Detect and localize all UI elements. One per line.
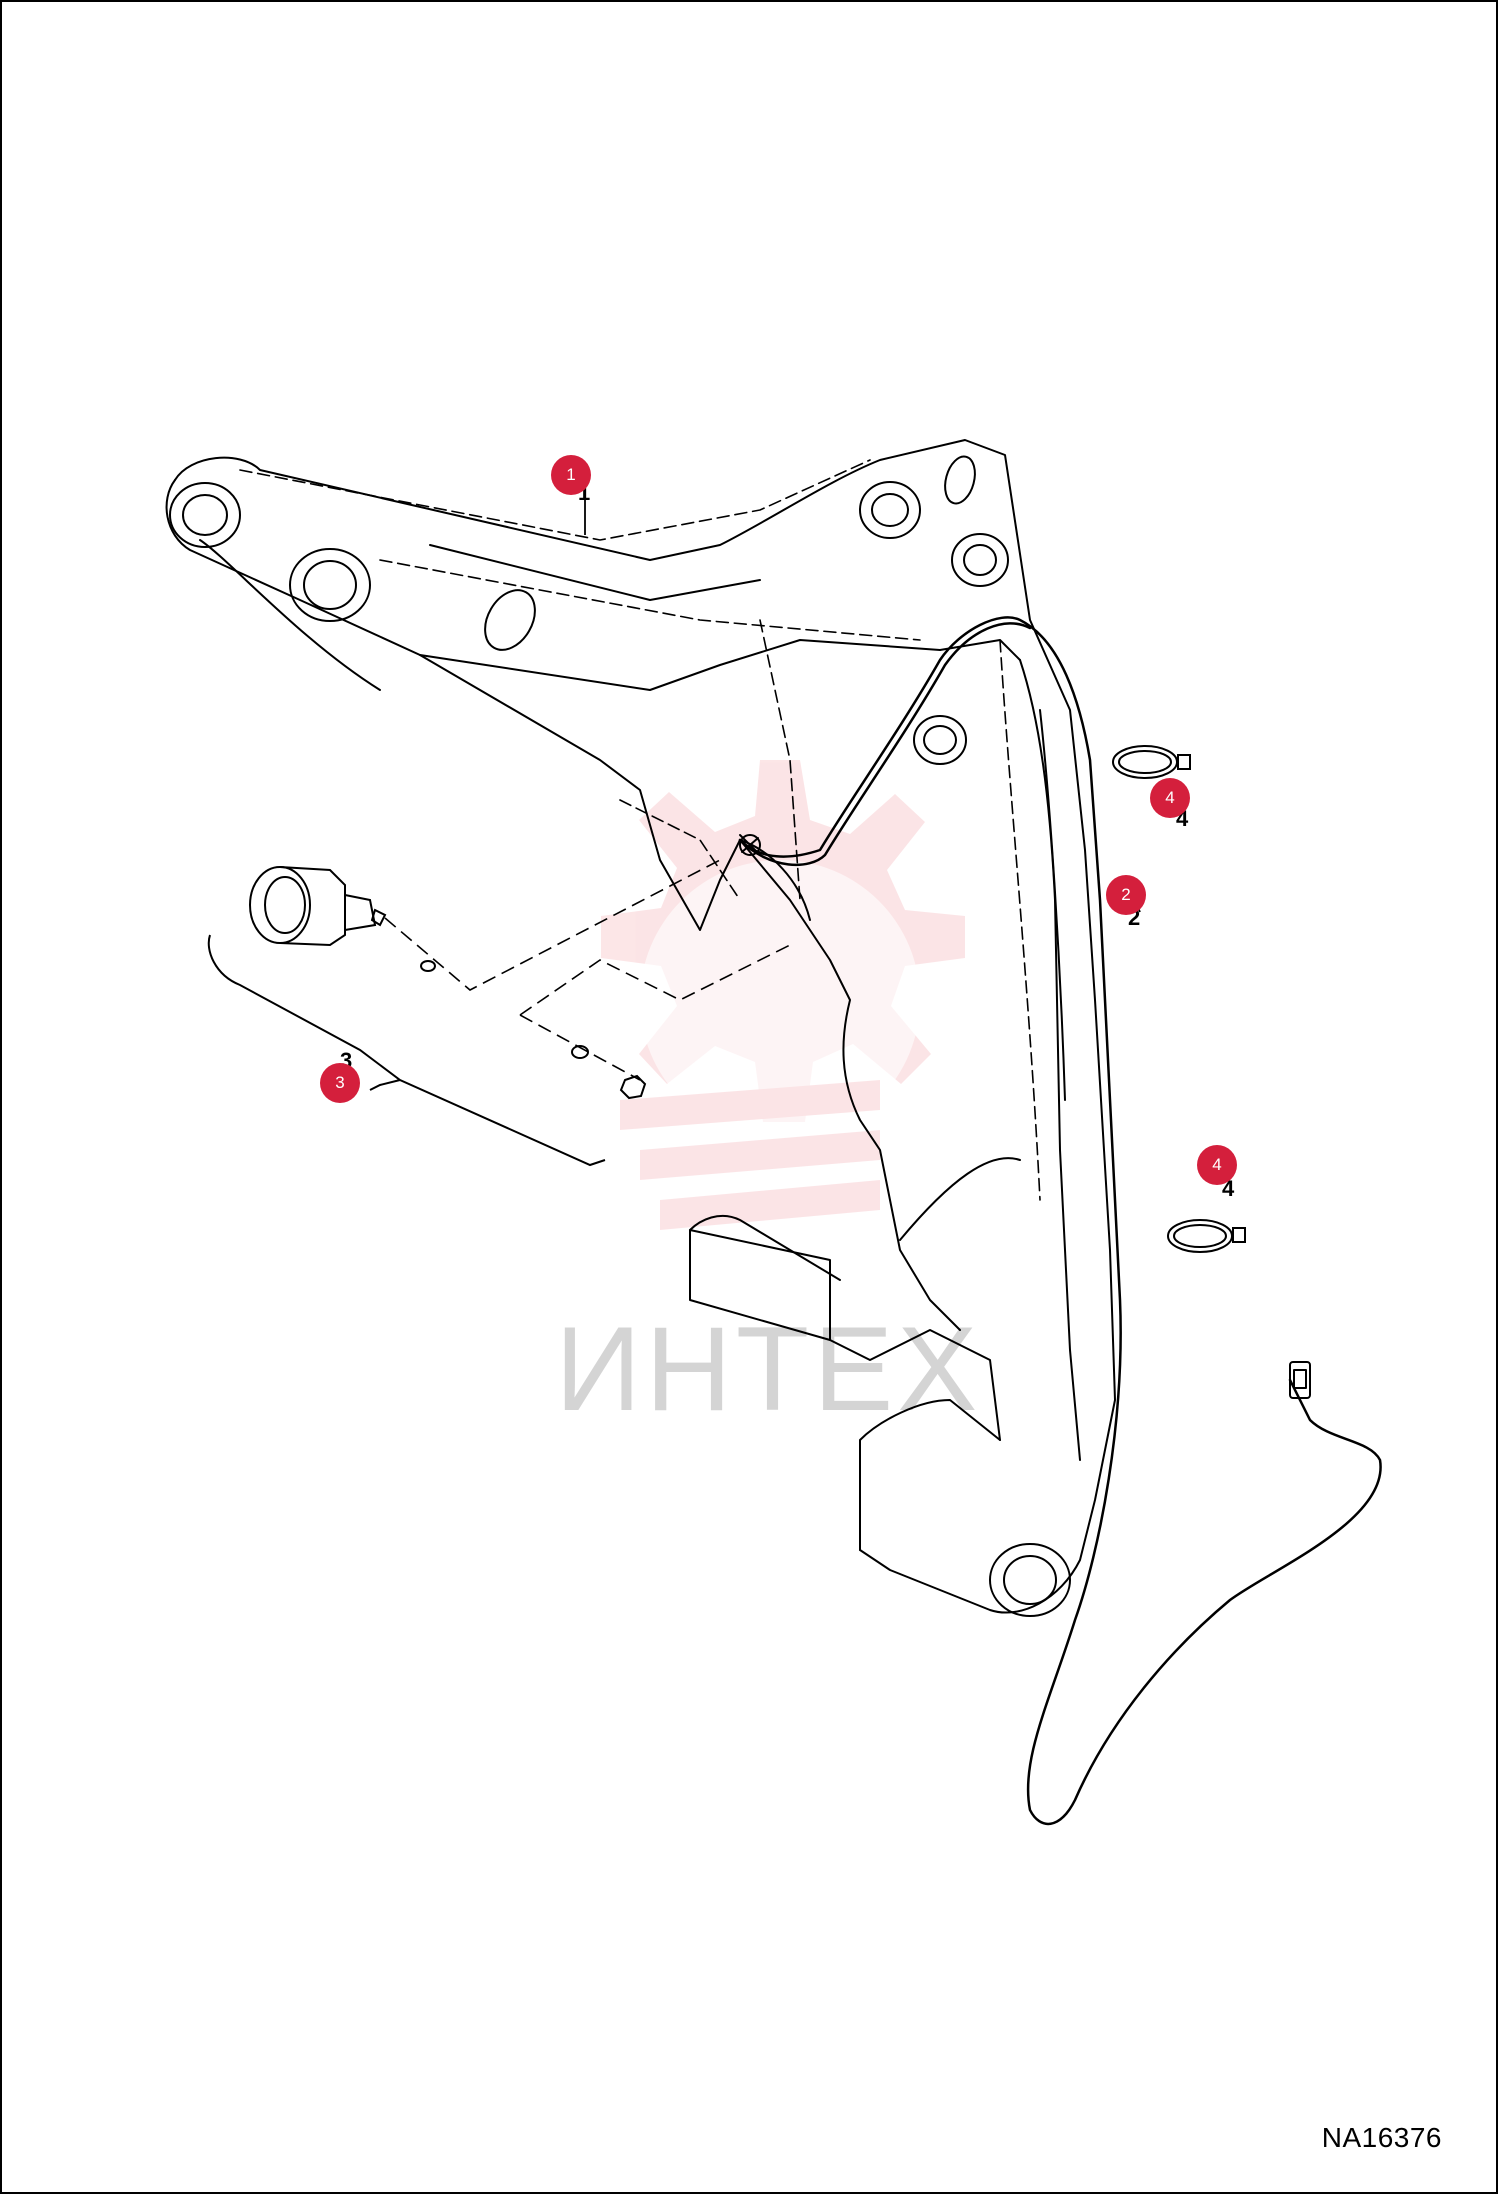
work-light-leader <box>384 859 791 1081</box>
cable-tie-lower <box>1167 1219 1246 1253</box>
watermark-logo <box>601 760 965 1230</box>
callout-part-2[interactable]: 2 <box>1106 875 1146 915</box>
callout-part-1[interactable]: 1 <box>551 455 591 495</box>
work-light-assembly <box>207 866 647 1167</box>
callout-part-3[interactable]: 3 <box>320 1063 360 1103</box>
wire-harness <box>738 616 1382 1826</box>
watermark-text: ИНТЕХ <box>555 1302 982 1436</box>
callout-part-4-lower[interactable]: 4 <box>1197 1145 1237 1185</box>
figure-code: NA16376 <box>1321 2122 1442 2153</box>
callout-part-4-upper[interactable]: 4 <box>1150 778 1190 818</box>
pivot-pins <box>169 455 1071 1617</box>
harness-connector <box>1289 1361 1311 1399</box>
boom-clip <box>739 834 761 856</box>
cable-tie-upper <box>1112 745 1191 779</box>
boom-hidden-lines <box>239 459 1041 1201</box>
